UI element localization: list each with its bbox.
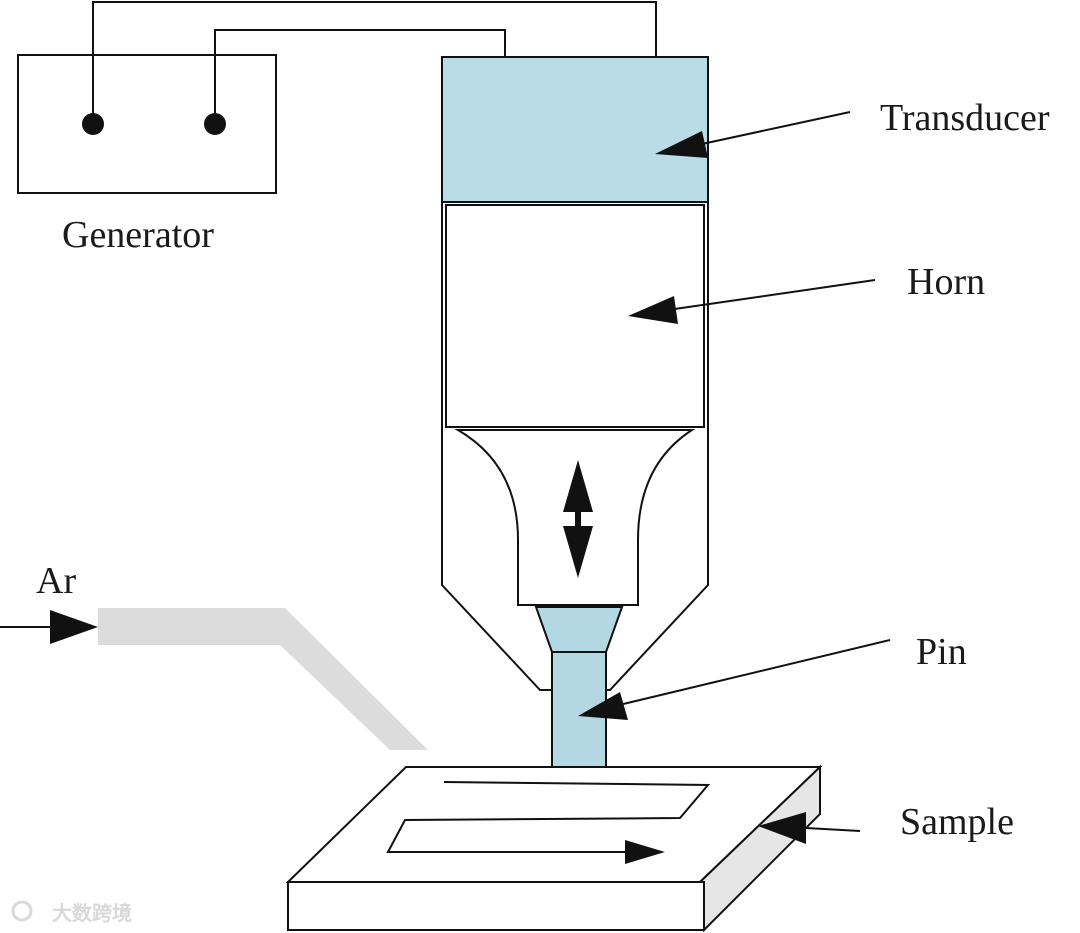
transducer-arrow-icon: [655, 131, 708, 158]
horn-label: Horn: [907, 261, 985, 303]
vibration-arrow-icon: [563, 460, 593, 578]
pin-arrow-icon: [578, 692, 628, 720]
horn-arrow-icon: [628, 296, 678, 324]
generator-label: Generator: [62, 214, 214, 256]
gas-tube: [98, 608, 428, 750]
sample-arrow-icon: [758, 812, 806, 844]
watermark-text: 大数跨境: [52, 901, 132, 925]
pin-label: Pin: [916, 631, 967, 673]
generator: [17, 54, 277, 194]
label-arrows: [0, 111, 891, 844]
pin-pointer: [589, 639, 891, 713]
horn-pointer: [639, 279, 876, 315]
argon-label: Ar: [36, 560, 76, 602]
transducer: [441, 56, 709, 203]
wires: [92, 1, 657, 124]
watermark: 大数跨境: [11, 900, 132, 925]
sample: [285, 764, 823, 933]
transducer-label: Transducer: [880, 97, 1050, 139]
weld-path: [386, 781, 711, 853]
argon-arrow-icon: [50, 610, 98, 644]
sample-label: Sample: [900, 801, 1014, 843]
weld-direction-arrow-icon: [625, 840, 665, 864]
watermark-logo-icon: [11, 900, 33, 922]
